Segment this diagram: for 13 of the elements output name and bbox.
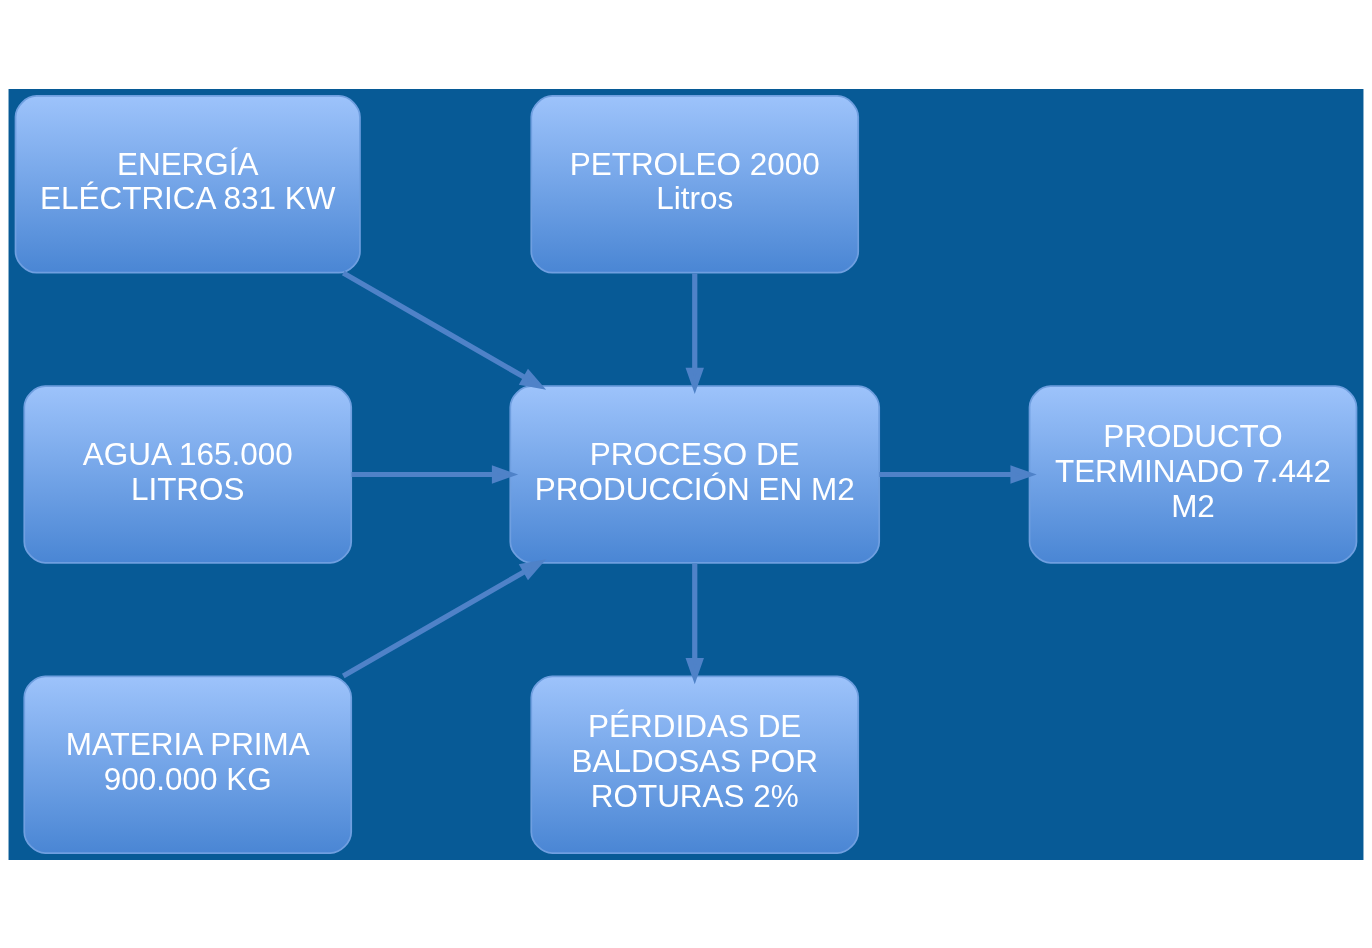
node-box: MATERIA PRIMA 900.000 KG — [23, 675, 353, 854]
node-box: PÉRDIDAS DE BALDOSAS POR ROTURAS 2% — [530, 675, 860, 854]
arrow — [341, 270, 547, 390]
arrow — [351, 464, 519, 484]
arrow — [341, 558, 547, 678]
arrow — [879, 464, 1037, 484]
node-box: ENERGÍA ELÉCTRICA 831 KW — [14, 94, 361, 273]
node-box: PETROLEO 2000 Litros — [530, 94, 860, 273]
node-box: PROCESO DE PRODUCCIÓN EN M2 — [509, 384, 881, 564]
node-box: AGUA 165.000 LITROS — [23, 384, 353, 564]
arrow — [685, 563, 704, 684]
arrow — [685, 272, 704, 394]
node-box: PRODUCTO TERMINADO 7.442 M2 — [1028, 384, 1358, 564]
